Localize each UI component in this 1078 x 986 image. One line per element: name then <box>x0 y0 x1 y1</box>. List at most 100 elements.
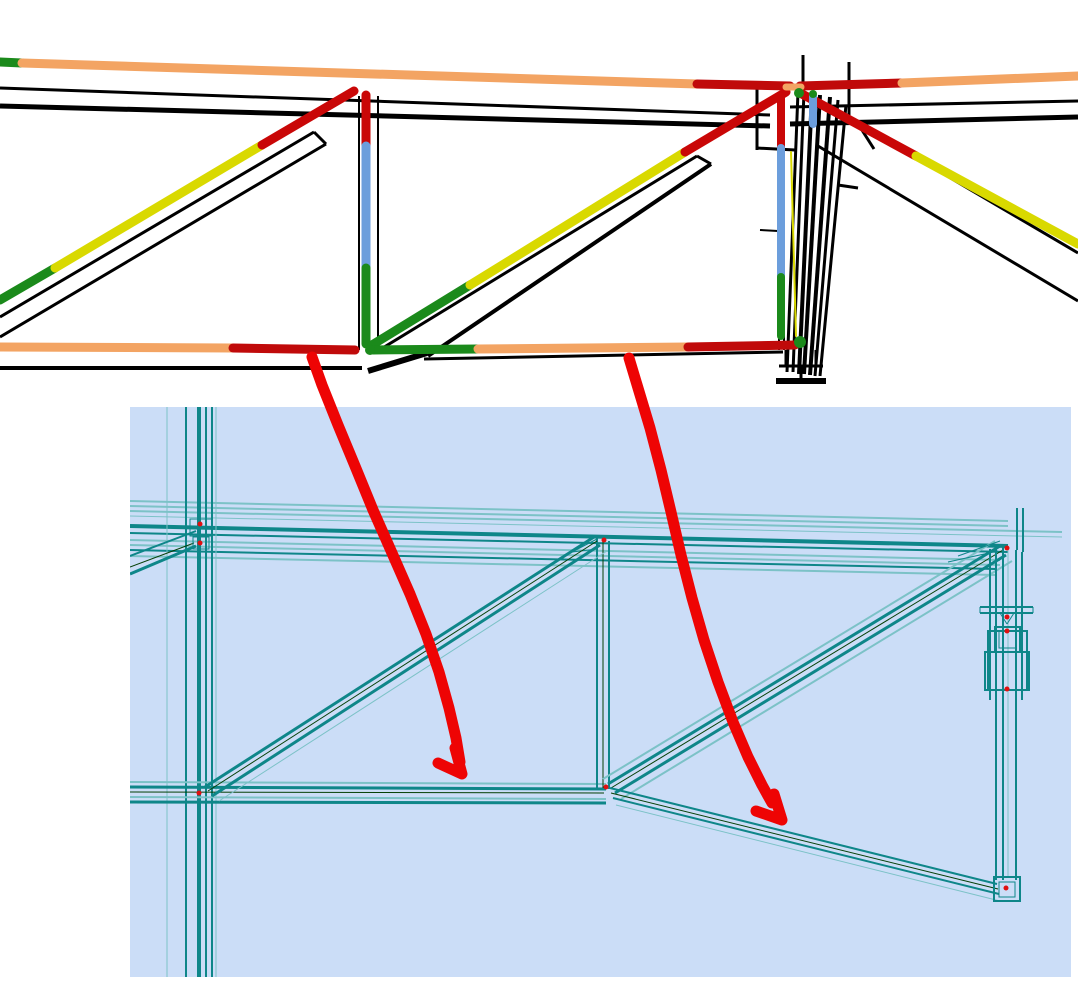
wireframe-member-line <box>211 543 601 798</box>
wireframe-member-line <box>130 800 607 805</box>
wireframe-member-line <box>130 510 1063 533</box>
utilization-segment-red <box>257 86 359 150</box>
wireframe-member-line <box>130 555 997 576</box>
wireframe-member-line <box>999 612 1008 625</box>
wireframe-member-line <box>130 524 1009 548</box>
wireframe-member-line <box>615 804 1001 902</box>
member-outline-line <box>817 144 1078 303</box>
member-outline-line <box>423 350 784 361</box>
elevation-view <box>0 55 1078 384</box>
node-point-marker <box>603 784 609 790</box>
wireframe-member-line <box>614 553 1007 795</box>
member-outline-line <box>0 142 327 339</box>
connection-detail-box <box>192 536 210 550</box>
wireframe-member-line <box>602 540 996 780</box>
member-outline-line <box>312 130 328 146</box>
wireframe-member-line <box>1006 612 1015 625</box>
utilization-segment-green <box>368 344 483 355</box>
wireframe-member-line <box>130 549 997 570</box>
model-view <box>130 407 1071 977</box>
member-outline-line <box>0 86 771 117</box>
wireframe-member-line <box>609 787 998 885</box>
node-point-marker <box>197 540 203 546</box>
elevation-joint-markers <box>365 88 817 355</box>
model-node-markers <box>196 521 1010 891</box>
wireframe-member-line <box>607 544 1001 786</box>
utilization-segment-yellow <box>50 140 267 273</box>
wireframe-member-line <box>610 792 999 890</box>
utilization-segment-dark_red <box>683 340 800 352</box>
wireframe-member-line <box>612 797 1000 895</box>
joint-marker <box>809 90 817 98</box>
node-point-marker <box>196 790 202 796</box>
wireframe-member-line <box>130 791 605 794</box>
utilization-segment-green <box>367 280 475 350</box>
utilization-segment-orange <box>897 71 1078 88</box>
utilization-segment-dark_red <box>228 343 360 355</box>
utilization-segment-orange <box>473 342 693 354</box>
annotation-arrowhead <box>432 742 468 780</box>
elevation-utilization-members <box>0 57 1078 355</box>
annotation-arrows <box>306 351 788 826</box>
annotation-arrow-1 <box>306 351 468 780</box>
wireframe-member-line <box>207 540 598 792</box>
member-outline-line <box>818 104 848 377</box>
annotation-arrowhead <box>750 788 788 826</box>
utilization-segment-yellow <box>790 151 797 337</box>
utilization-segment-yellow <box>911 151 1078 249</box>
wireframe-member-line <box>130 530 197 557</box>
utilization-segment-orange <box>17 58 702 89</box>
member-outline-line <box>426 162 713 358</box>
connection-detail-box <box>993 876 1021 902</box>
wireframe-member-line <box>130 500 1009 522</box>
wireframe-member-line <box>620 560 1013 800</box>
member-outline-line <box>789 114 1078 127</box>
member-outline-line <box>797 93 814 375</box>
model-view-surface[interactable] <box>130 407 1071 977</box>
annotation-arrow-shaft <box>623 352 778 809</box>
node-point-marker <box>1004 628 1010 634</box>
wireframe-member-line <box>218 550 608 802</box>
utilization-segment-orange <box>0 342 238 353</box>
utilization-segment-dark_red <box>795 78 907 91</box>
wireframe-member-line <box>130 781 607 785</box>
annotation-arrow-shaft <box>306 351 466 768</box>
member-outline-line <box>813 99 840 377</box>
wireframe-member-line <box>130 539 1001 561</box>
utilization-segment-red <box>797 89 921 161</box>
wireframe-member-line <box>957 540 1001 557</box>
joint-marker <box>365 345 375 355</box>
member-outline-line <box>808 96 832 376</box>
utilization-segment-green <box>0 263 60 305</box>
wireframe-member-line <box>130 796 607 800</box>
wireframe-member-line <box>610 549 1004 789</box>
wireframe-member-line <box>130 542 195 568</box>
member-outline-line <box>837 183 859 190</box>
member-outline-line <box>802 94 822 375</box>
member-outline-line <box>367 350 428 374</box>
wireframe-member-line <box>130 505 1009 527</box>
member-outline-line <box>0 130 315 319</box>
model-wireframe <box>130 407 1063 977</box>
wireframe-member-line <box>947 550 999 563</box>
node-point-marker <box>1004 614 1010 620</box>
node-point-marker <box>1004 545 1010 551</box>
utilization-segment-dark_red <box>692 79 795 91</box>
connection-detail-box <box>189 518 213 537</box>
wireframe-member-line <box>130 544 197 576</box>
member-outline-line <box>375 154 698 354</box>
annotation-arrow-2 <box>623 352 788 826</box>
joint-marker <box>794 88 804 98</box>
wireframe-member-line <box>130 532 1009 553</box>
member-outline-line <box>0 103 771 129</box>
member-outline-line <box>696 154 712 166</box>
node-point-marker <box>1004 686 1010 692</box>
utilization-segment-yellow <box>465 147 690 290</box>
node-point-marker <box>197 521 203 527</box>
member-outline-line <box>756 146 796 152</box>
wireframe-member-line <box>204 535 595 789</box>
wireframe-member-line <box>130 785 607 791</box>
joint-marker <box>794 336 806 348</box>
